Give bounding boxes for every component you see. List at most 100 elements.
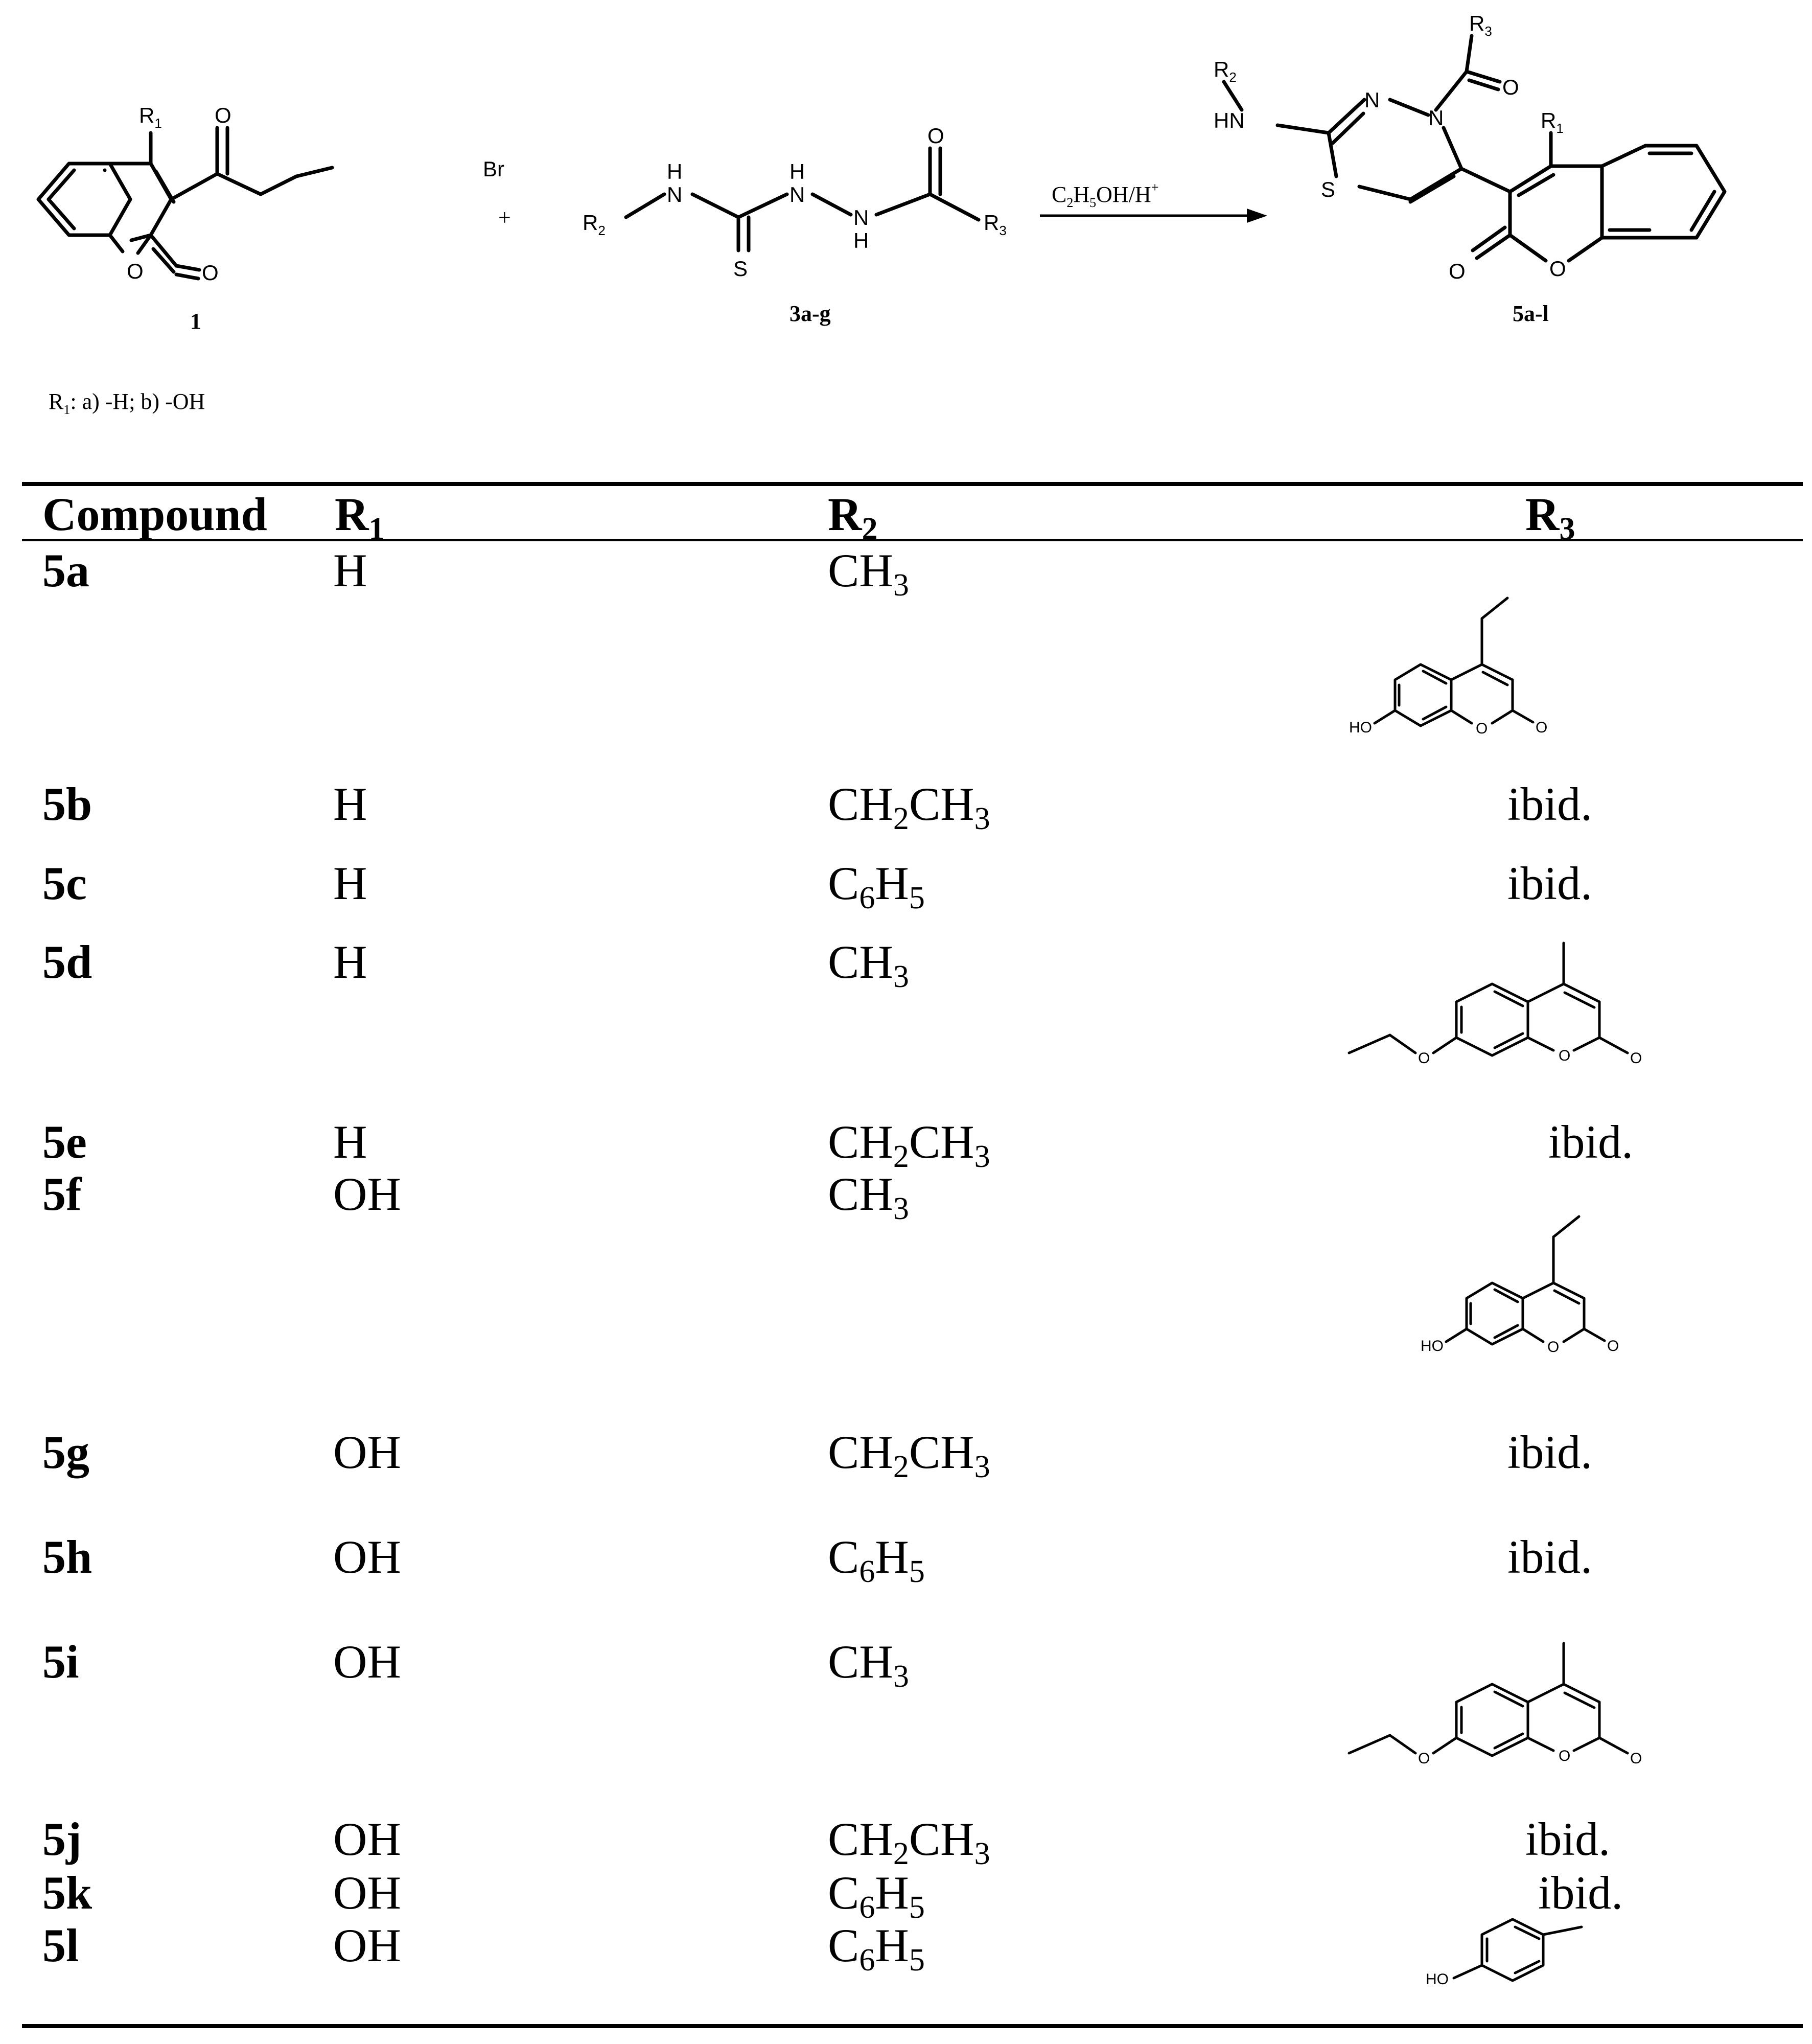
product-acyl-oxygen-label: O	[1502, 75, 1519, 99]
product-hn-label: HN	[1214, 108, 1245, 132]
product-s-label: S	[1321, 177, 1335, 201]
header-r2: R2	[828, 488, 878, 546]
row-5d-r2: CH3	[828, 936, 909, 994]
ring-oxygen-label: O	[1476, 720, 1488, 737]
compound-1-label: 1	[190, 309, 201, 334]
nh-label-1: N	[667, 182, 682, 206]
row-5l-r1: OH	[333, 1919, 401, 1971]
product-ring-oxygen-label: O	[1549, 257, 1566, 281]
carbonyl-oxygen-label: O	[1607, 1338, 1619, 1354]
product-r1-label: R1	[1541, 108, 1564, 136]
compound-3-structure: R2 N H S N H N H O R3 3a-g	[583, 124, 1007, 326]
product-r2-label: R2	[1214, 57, 1237, 85]
r2-label-compound-3: R2	[583, 211, 606, 238]
row-5c-r3: ibid.	[1507, 857, 1593, 909]
row-5e-r2: CH2CH3	[828, 1116, 990, 1174]
row-5i-r2: CH3	[828, 1636, 909, 1694]
row-5k-r1: OH	[333, 1867, 401, 1919]
row-5b-compound: 5b	[42, 778, 92, 830]
row-5h-r3: ibid.	[1507, 1531, 1593, 1583]
reaction-scheme: O O O Br R1 1 + R2 N H S N H N H O R3 3a…	[36, 11, 1727, 417]
row-5e-r3: ibid.	[1548, 1116, 1634, 1168]
row-5b-r3: ibid.	[1507, 778, 1593, 830]
carbonyl-oxygen-label-3: O	[927, 124, 944, 148]
ring-oxygen-label: O	[1559, 1748, 1570, 1764]
carbonyl-oxygen-label: O	[1536, 719, 1547, 736]
carbonyl-oxygen-label: O	[1630, 1750, 1642, 1767]
row-5a-r1: H	[333, 544, 367, 596]
row-5f-compound: 5f	[42, 1168, 82, 1220]
product-r3-label: R3	[1469, 11, 1492, 39]
table-bottom-rule	[22, 2024, 1803, 2028]
row-5g-r1: OH	[333, 1426, 401, 1478]
r3-structure-5l: HO	[1426, 1918, 1583, 1988]
row-5j-compound: 5j	[42, 1813, 82, 1865]
carbonyl-oxygen-label: O	[215, 103, 231, 127]
product-carbonyl-oxygen-label: O	[1449, 259, 1466, 283]
h-label-3: H	[853, 228, 869, 252]
hydroxy-label: HO	[1349, 719, 1372, 736]
r1-definition: R1: a) -H; b) -OH	[49, 389, 205, 417]
row-5c-r2: C6H5	[828, 857, 925, 915]
row-5h-compound: 5h	[42, 1531, 92, 1583]
row-5i-compound: 5i	[42, 1636, 79, 1688]
row-5f-r1: OH	[333, 1168, 401, 1220]
hydroxy-label: HO	[1421, 1338, 1444, 1354]
row-5l-r2: C6H5	[828, 1919, 925, 1978]
lactone-oxygen-label: O	[202, 261, 219, 285]
row-5c-r1: H	[333, 857, 367, 909]
row-5d-compound: 5d	[42, 936, 92, 988]
row-5e-compound: 5e	[42, 1116, 87, 1168]
plus-sign: +	[498, 205, 511, 230]
row-5g-r3: ibid.	[1507, 1426, 1593, 1478]
bromine-label: Br	[483, 157, 504, 181]
row-5k-r2: C6H5	[828, 1867, 925, 1925]
header-r1: R1	[335, 488, 385, 546]
row-5k-compound: 5k	[42, 1867, 92, 1919]
row-5g-compound: 5g	[42, 1426, 89, 1478]
ether-oxygen-label: O	[1418, 1750, 1430, 1767]
row-5d-r1: H	[333, 936, 367, 988]
ether-oxygen-label: O	[1418, 1050, 1430, 1067]
reaction-arrow: C2H5OH/H+	[1040, 180, 1267, 223]
ring-oxygen-label: O	[1559, 1047, 1570, 1064]
r3-structure-5d: O O O	[1348, 941, 1642, 1067]
carbonyl-oxygen-label: O	[1630, 1050, 1642, 1067]
row-5j-r1: OH	[333, 1813, 401, 1865]
hydroxy-label: HO	[1426, 1971, 1449, 1988]
row-5k-r3: ibid.	[1538, 1867, 1623, 1919]
header-compound: Compound	[42, 488, 267, 540]
h-label-2: H	[789, 159, 805, 183]
r3-structure-5f: O O HO	[1421, 1215, 1619, 1356]
row-5b-r1: H	[333, 778, 367, 830]
product-n-label-1: N	[1364, 88, 1380, 112]
row-5i-r1: OH	[333, 1636, 401, 1688]
h-label-1: H	[667, 159, 682, 183]
product-n-label-2: N	[1428, 106, 1444, 130]
header-r3: R3	[1525, 488, 1575, 546]
row-5l-compound: 5l	[42, 1919, 79, 1971]
row-5a-compound: 5a	[42, 544, 89, 596]
product-5-structure: N N S HN R2 O R3 R1 O O 5a-l	[1214, 11, 1727, 326]
compound-1-structure: O O O Br R1 1	[36, 103, 504, 334]
r3-structure-5i: O O O	[1348, 1642, 1642, 1767]
compound-3-label: 3a-g	[789, 301, 831, 326]
row-5h-r1: OH	[333, 1531, 401, 1583]
ring-oxygen-label: O	[127, 259, 144, 283]
r3-structure-5a: O O HO	[1349, 596, 1547, 737]
sulfur-label: S	[733, 257, 748, 281]
r3-label-compound-3: R3	[984, 211, 1007, 238]
reaction-conditions: C2H5OH/H+	[1052, 180, 1158, 210]
nh-label-3: N	[853, 205, 869, 229]
row-5j-r3: ibid.	[1525, 1813, 1611, 1865]
row-5j-r2: CH2CH3	[828, 1813, 990, 1871]
table-header-rule	[22, 539, 1803, 541]
row-5g-r2: CH2CH3	[828, 1426, 990, 1484]
row-5e-r1: H	[333, 1116, 367, 1168]
row-5h-r2: C6H5	[828, 1531, 925, 1589]
row-5c-compound: 5c	[42, 857, 87, 909]
row-5f-r2: CH3	[828, 1168, 909, 1226]
nh-label-2: N	[789, 182, 805, 206]
product-5-label: 5a-l	[1513, 301, 1549, 326]
table-top-rule	[22, 482, 1803, 486]
